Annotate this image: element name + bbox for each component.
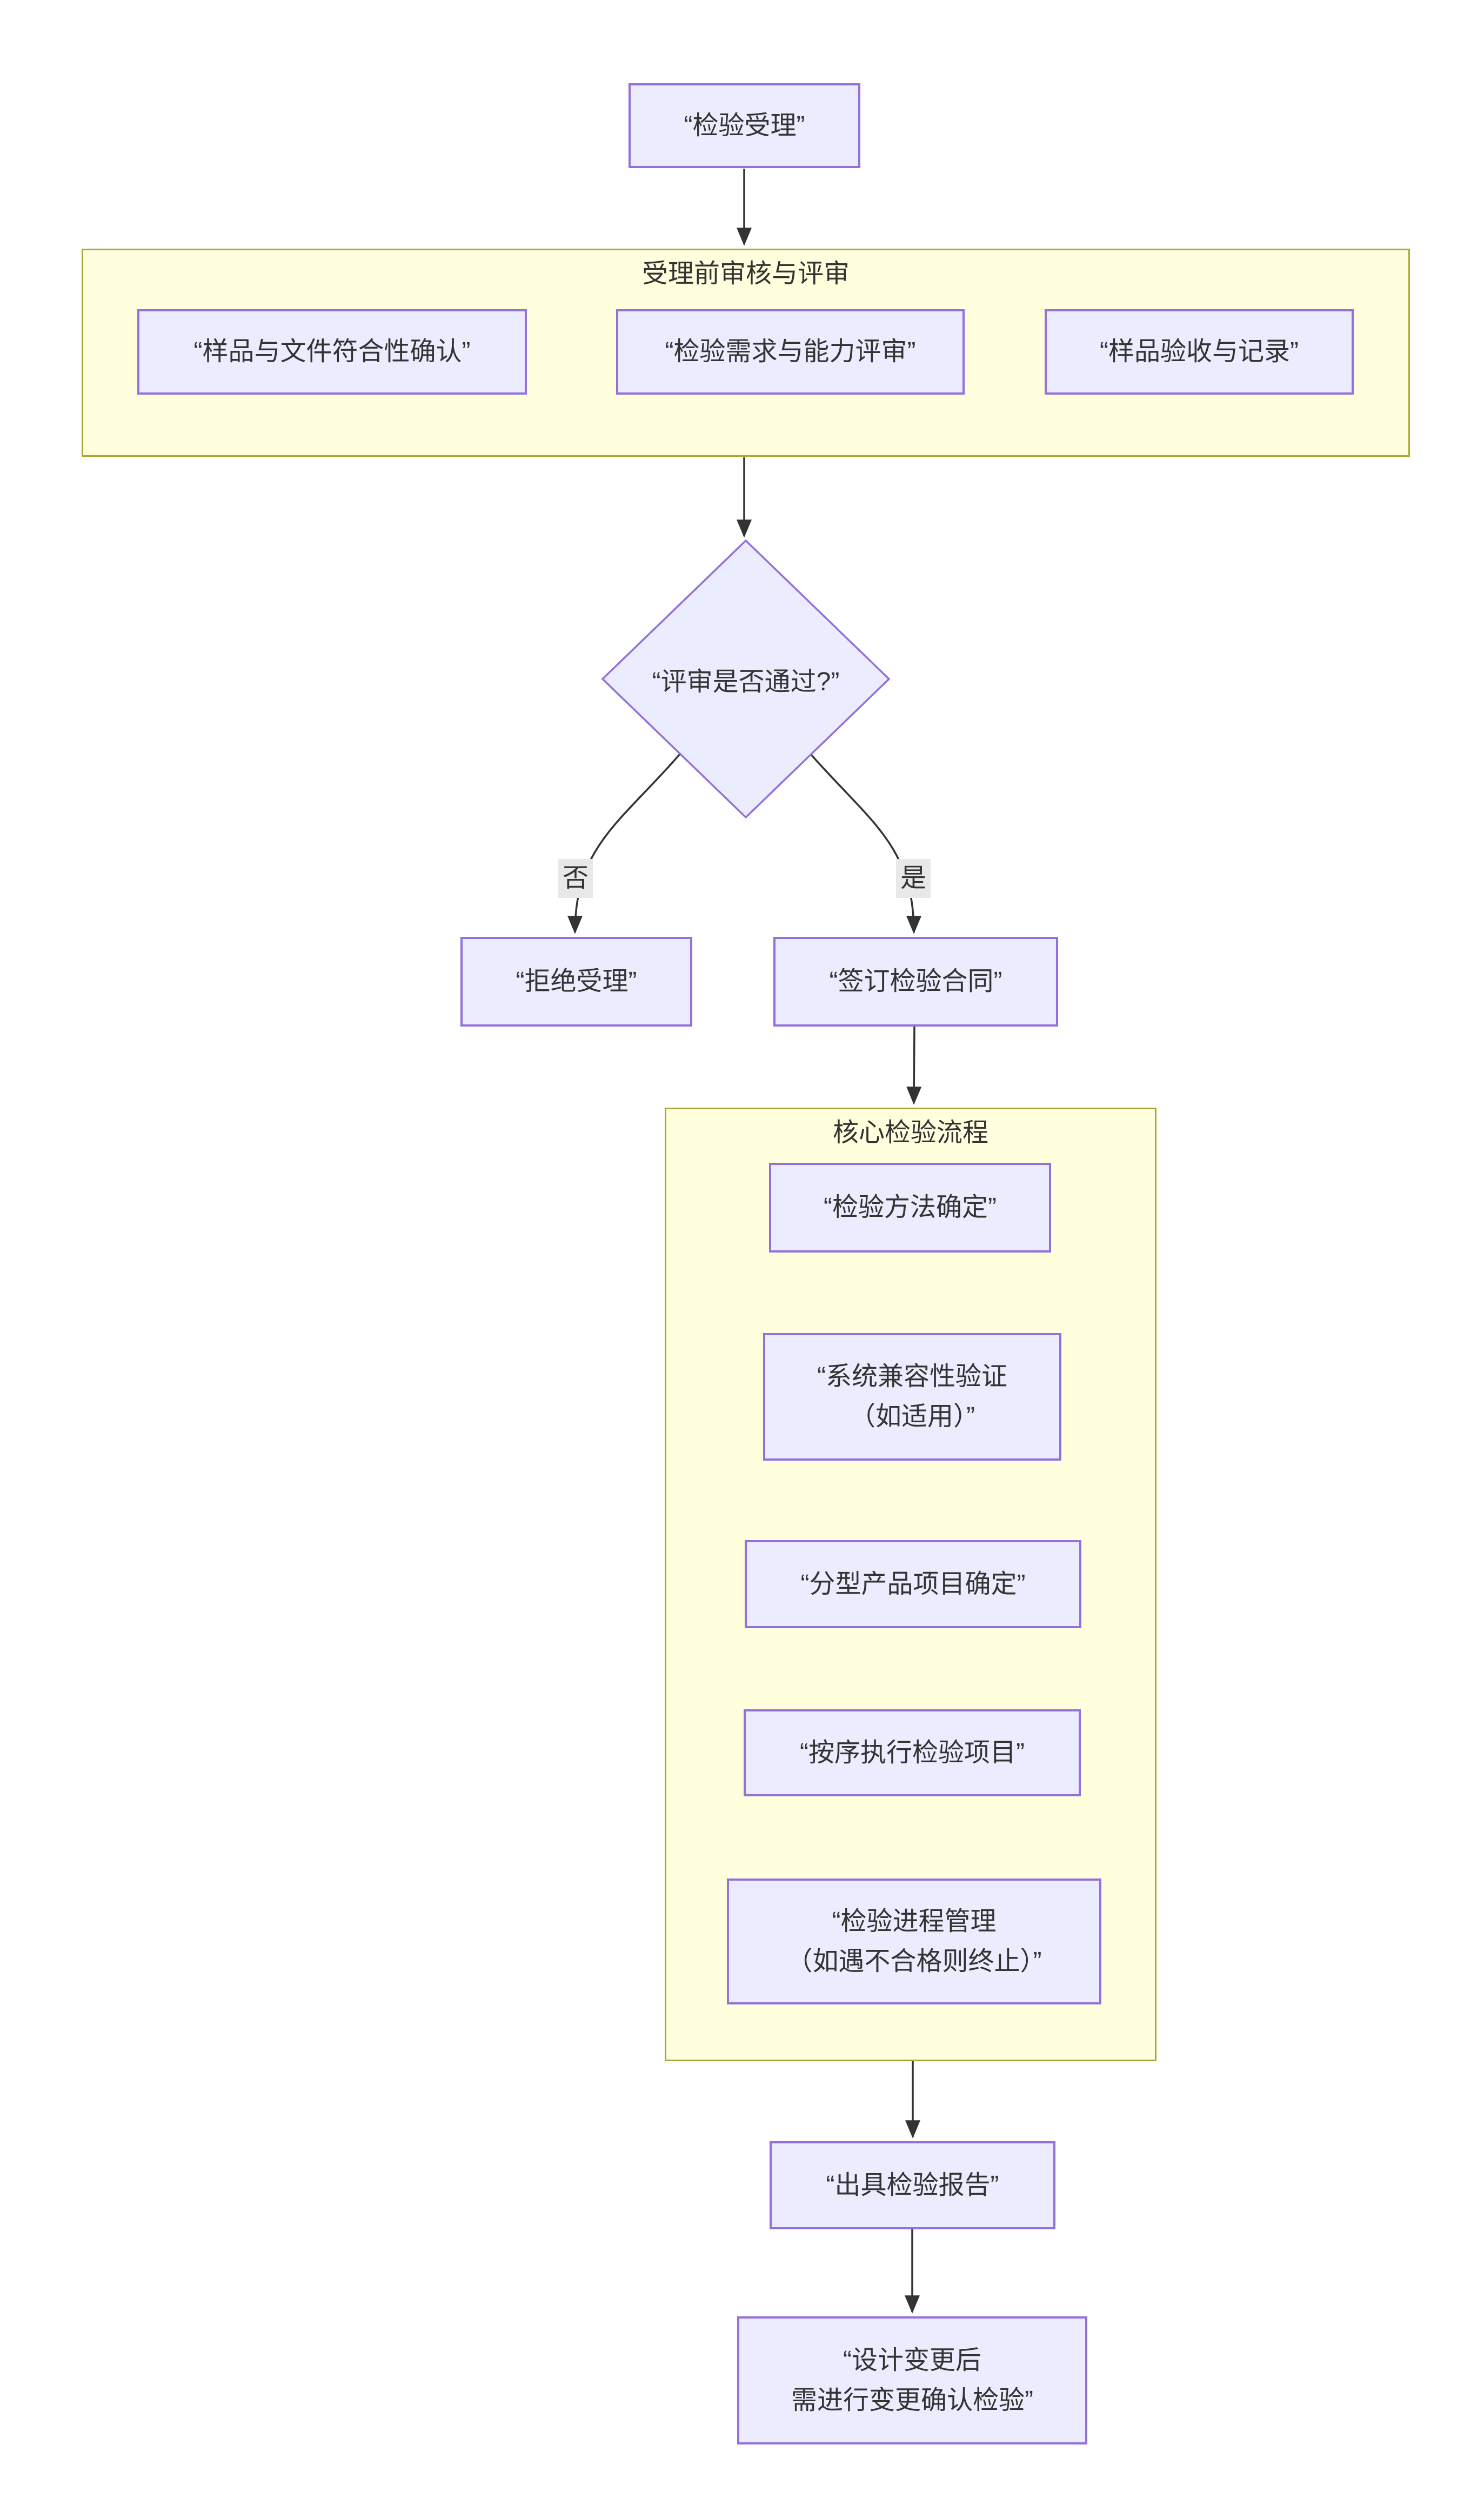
node-inspection-need-capability-review-label: “检验需求与能力评审” bbox=[665, 337, 916, 366]
node-inspection-need-capability-review: “检验需求与能力评审” bbox=[616, 309, 965, 395]
node-design-change-confirmation-inspection-line1: “设计变更后 bbox=[843, 2346, 981, 2375]
node-sample-receipt-record: “样品验收与记录” bbox=[1045, 309, 1354, 395]
node-reject-acceptance: “拒绝受理” bbox=[460, 937, 692, 1027]
node-typed-product-items-determination: “分型产品项目确定” bbox=[745, 1540, 1081, 1628]
node-inspection-method-determination: “检验方法确定” bbox=[769, 1163, 1051, 1253]
node-sample-document-conformity-label: “样品与文件符合性确认” bbox=[193, 337, 471, 366]
cluster-pre-acceptance-review-title: 受理前审核与评审 bbox=[641, 259, 850, 288]
node-sign-inspection-contract: “签订检验合同” bbox=[773, 937, 1058, 1027]
node-sign-inspection-contract-label: “签订检验合同” bbox=[829, 967, 1002, 996]
node-inspection-acceptance: “检验受理” bbox=[629, 83, 860, 168]
node-inspection-progress-management: “检验进程管理 （如遇不合格则终止）” bbox=[727, 1878, 1101, 2004]
node-system-compatibility-verification-line1: “系统兼容性验证 bbox=[817, 1362, 1007, 1391]
node-inspection-acceptance-label: “检验受理” bbox=[684, 111, 805, 140]
node-inspection-method-determination-label: “检验方法确定” bbox=[824, 1193, 997, 1222]
node-issue-inspection-report: “出具检验报告” bbox=[770, 2141, 1055, 2229]
decision-diamond bbox=[601, 539, 891, 819]
node-system-compatibility-verification: “系统兼容性验证 （如适用）” bbox=[763, 1333, 1061, 1461]
node-design-change-confirmation-inspection: “设计变更后 需进行变更确认检验” bbox=[737, 2316, 1087, 2444]
edge-decision-yes-to-contract bbox=[810, 753, 921, 934]
cluster-core-inspection-process-title: 核心检验流程 bbox=[832, 1118, 988, 1147]
node-typed-product-items-determination-label: “分型产品项目确定” bbox=[800, 1569, 1026, 1598]
node-design-change-confirmation-inspection-line2: 需进行变更确认检验” bbox=[791, 2386, 1033, 2415]
edge-label-yes: 是 bbox=[895, 859, 931, 898]
node-reject-acceptance-label: “拒绝受理” bbox=[516, 967, 637, 996]
edge-label-no: 否 bbox=[558, 859, 593, 898]
decision-diamond-label: “评审是否通过?” bbox=[652, 668, 840, 696]
node-sample-receipt-record-label: “样品验收与记录” bbox=[1100, 337, 1299, 366]
node-execute-inspection-items-in-order-label: “按序执行检验项目” bbox=[800, 1738, 1025, 1767]
node-execute-inspection-items-in-order: “按序执行检验项目” bbox=[744, 1709, 1081, 1796]
node-system-compatibility-verification-line2: （如适用）” bbox=[850, 1402, 975, 1431]
node-inspection-progress-management-line1: “检验进程管理 bbox=[832, 1907, 997, 1936]
node-sample-document-conformity: “样品与文件符合性确认” bbox=[137, 309, 527, 395]
node-inspection-progress-management-line2: （如遇不合格则终止）” bbox=[786, 1947, 1042, 1976]
edge-decision-no-to-reject bbox=[567, 753, 681, 934]
node-issue-inspection-report-label: “出具检验报告” bbox=[826, 2170, 999, 2200]
